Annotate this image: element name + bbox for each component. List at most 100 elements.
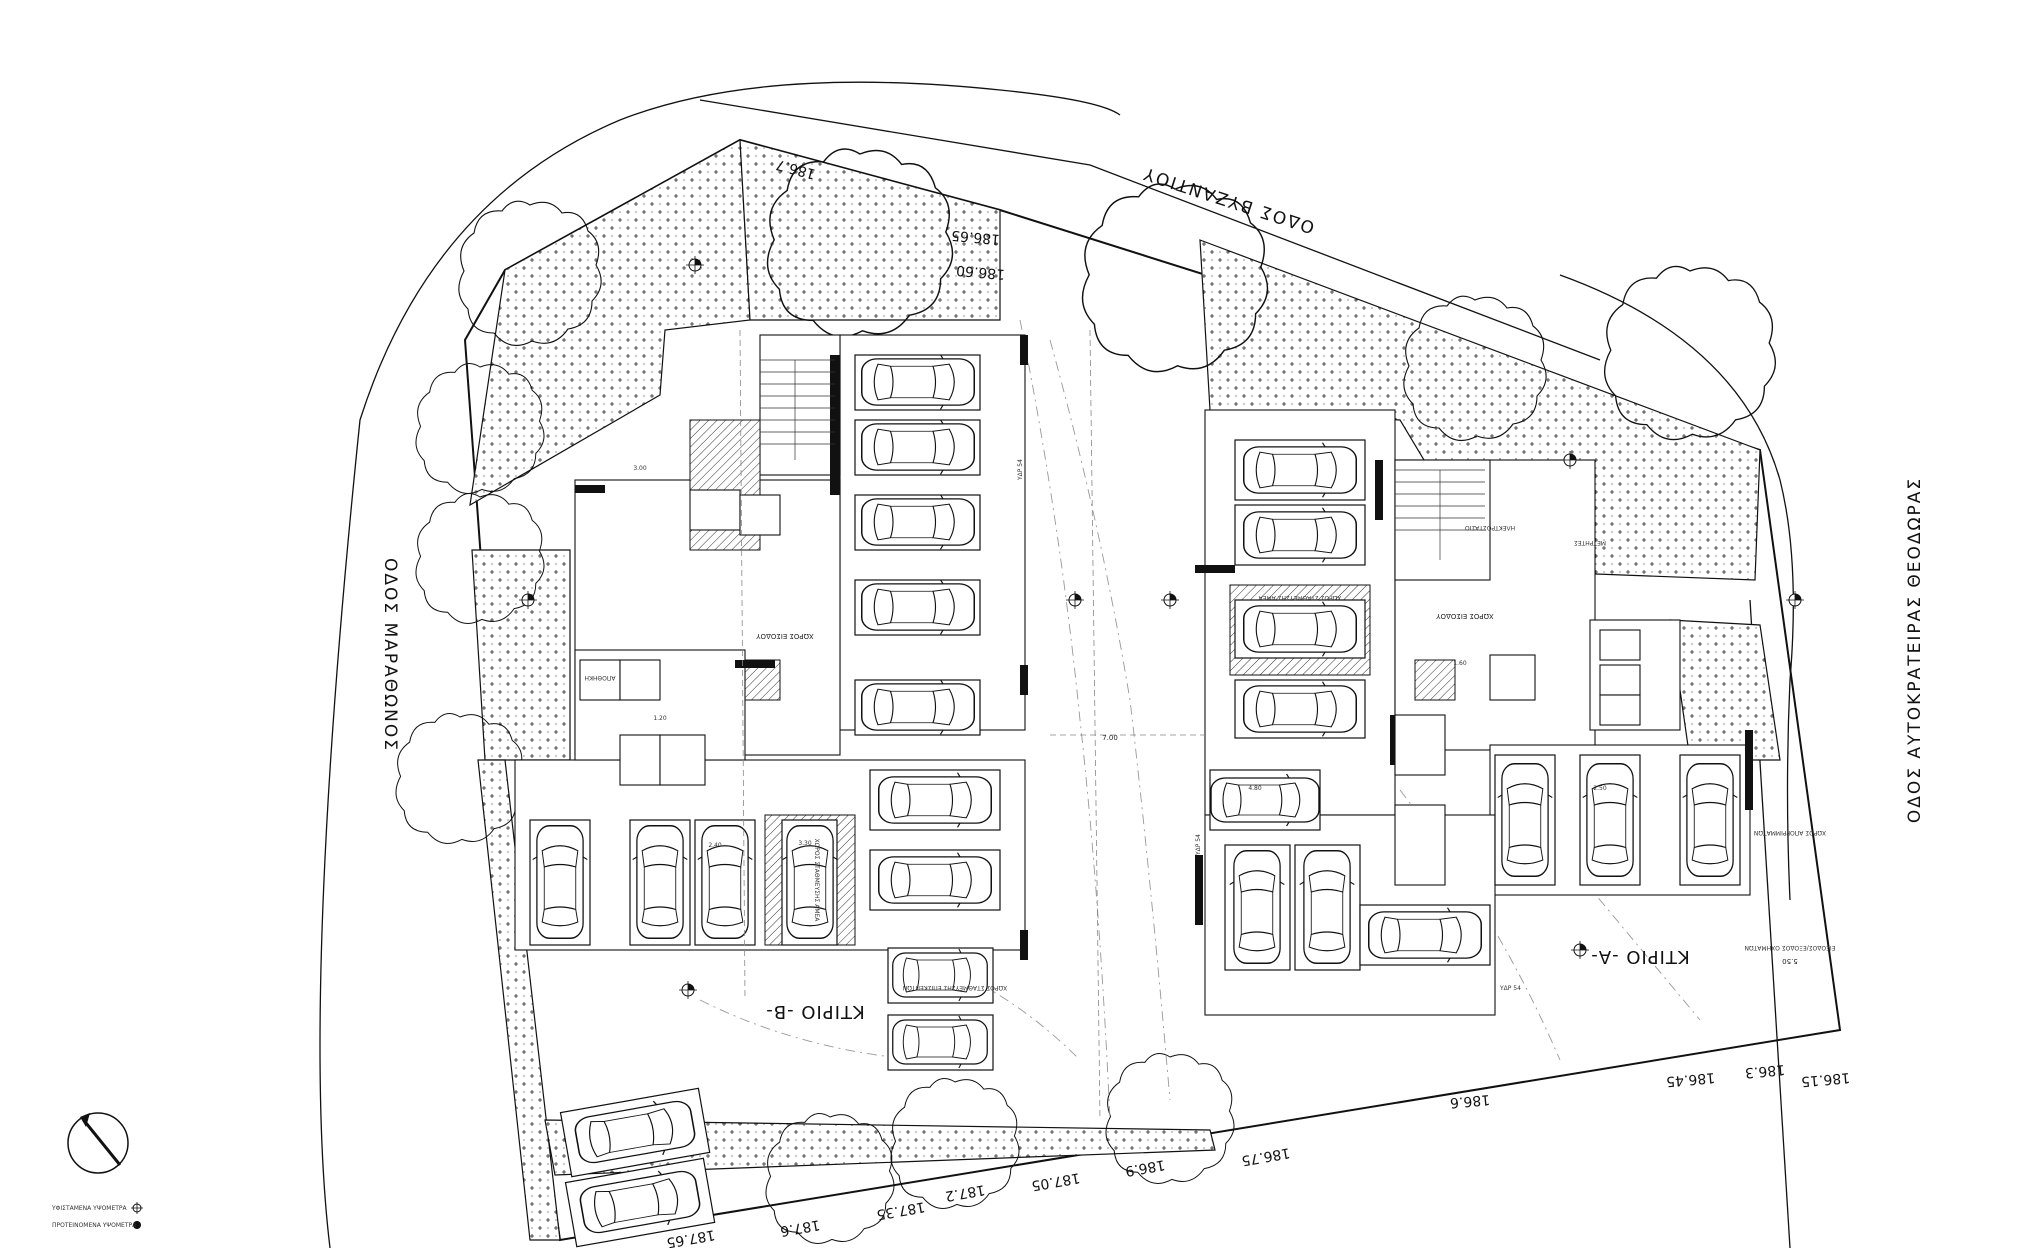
elevation-south-10: 186.3 bbox=[1744, 1061, 1785, 1080]
street-name-north: ΟΔΟΣ ΒΥΖΑΝΤΙΟΥ bbox=[1140, 162, 1317, 237]
wall-8 bbox=[1390, 715, 1398, 765]
storage-a4 bbox=[1489, 654, 1536, 701]
garden-south bbox=[544, 1119, 1216, 1176]
survey-point-4 bbox=[1160, 590, 1180, 610]
elevation-north-2: 186.65 bbox=[951, 227, 1001, 247]
car-a1 bbox=[1244, 443, 1357, 498]
elevation-south-5: 187.05 bbox=[1030, 1169, 1081, 1193]
label-ydr-2: ΥΔΡ 54 bbox=[1195, 834, 1202, 856]
dimension-2-40: 2.40 bbox=[708, 842, 722, 849]
car-a3 bbox=[1244, 602, 1357, 657]
room-parking-disabled-b: ΧΩΡΟΣ ΣΤΑΘΜΕΥΣΗΣ ΑΜΕΑ bbox=[813, 839, 820, 923]
label-ydr-1: ΥΔΡ 54 bbox=[1017, 459, 1024, 481]
building-b-stair bbox=[759, 334, 841, 476]
stair-b-treads bbox=[760, 359, 835, 460]
car-b6 bbox=[879, 773, 992, 828]
legend-existing-symbol bbox=[131, 1202, 143, 1214]
car-a10 bbox=[1581, 763, 1639, 877]
storage-b4 bbox=[659, 734, 706, 786]
room-meter: ΜΕΤΡΗΤΕΣ bbox=[1574, 539, 1606, 546]
garden-east bbox=[1669, 619, 1781, 761]
wall-1 bbox=[830, 355, 840, 495]
dimension-3-00: 3.00 bbox=[633, 465, 647, 472]
car-b9 bbox=[631, 825, 689, 939]
car-a2 bbox=[1244, 508, 1357, 563]
storage-b2 bbox=[619, 659, 661, 701]
legend-proposed-label: ΠΡΟΤΕΙΝΟΜΕΝΑ ΥΨΟΜΕΤΡΑ bbox=[52, 1222, 137, 1229]
survey-point-8 bbox=[678, 980, 698, 1000]
storage-b1 bbox=[579, 659, 621, 701]
car-b5 bbox=[862, 680, 975, 735]
car-visitor-1 bbox=[893, 949, 988, 1001]
contour-2 bbox=[1019, 319, 1111, 1121]
garden-north bbox=[739, 139, 1001, 321]
storage-a6 bbox=[1394, 804, 1446, 886]
wall-6 bbox=[1195, 565, 1235, 573]
room-entrance-b: ΧΩΡΟΣ ΕΙΣΟΔΟΥ bbox=[756, 632, 814, 640]
car-b8 bbox=[531, 825, 589, 939]
survey-point-3 bbox=[1065, 590, 1085, 610]
room-entrance-a: ΧΩΡΟΣ ΕΙΣΟΔΟΥ bbox=[1436, 612, 1494, 620]
contour-3 bbox=[1499, 779, 1701, 1021]
wall-9 bbox=[1745, 730, 1753, 810]
dimension-7-00: 7.00 bbox=[1102, 734, 1118, 742]
elevation-south-3: 187.35 bbox=[875, 1198, 926, 1222]
car-a5 bbox=[1211, 774, 1319, 826]
elevation-south-4: 187.2 bbox=[944, 1181, 986, 1204]
road-curve-east bbox=[1559, 274, 1794, 901]
car-a8 bbox=[1369, 908, 1482, 963]
car-a4 bbox=[1244, 682, 1357, 737]
wall-11 bbox=[1375, 460, 1383, 520]
garden-west-middle bbox=[471, 549, 571, 761]
car-a9 bbox=[1496, 763, 1554, 877]
street-name-east: ΟΔΟΣ ΑΥΤΟΚΡΑΤΕΙΡΑΣ ΘΕΟΔΩΡΑΣ bbox=[1905, 477, 1925, 823]
storage-a2 bbox=[1599, 664, 1641, 696]
car-b4 bbox=[862, 580, 975, 635]
car-b1 bbox=[862, 355, 975, 410]
building-b-label: ΚΤΙΡΙΟ -Β- bbox=[765, 1001, 865, 1022]
car-b2 bbox=[862, 420, 975, 475]
storage-a1 bbox=[1599, 629, 1641, 661]
room-visitor-parking: ΧΩΡΟΣ ΣΤΑΘΜΕΥΣΗΣ ΕΠΙΣΚΕΠΤΩΝ bbox=[903, 984, 1008, 991]
elevation-south-9: 186.45 bbox=[1665, 1069, 1715, 1089]
dashed-line-2 bbox=[1089, 329, 1101, 1121]
car-a11 bbox=[1681, 763, 1739, 877]
room-electric: ΗΛΕΚΤΡΟΣΤΑΣΙΟ bbox=[1465, 524, 1515, 531]
storage-b5 bbox=[689, 489, 741, 531]
building-a-stair bbox=[1394, 459, 1491, 581]
wall-7 bbox=[1195, 855, 1203, 925]
storage-b3 bbox=[619, 734, 661, 786]
elevation-south-2: 187.6 bbox=[779, 1216, 821, 1239]
dimension-1-60: 1.60 bbox=[1453, 660, 1467, 667]
dimension-2-50: 2.50 bbox=[1593, 785, 1607, 792]
wall-5 bbox=[575, 485, 605, 493]
car-visitor-2 bbox=[893, 1016, 988, 1068]
elevation-south-11: 186.15 bbox=[1800, 1069, 1850, 1089]
car-b7 bbox=[879, 853, 992, 908]
elevation-south-7: 186.75 bbox=[1240, 1144, 1291, 1168]
dimension-4-80: 4.80 bbox=[1248, 785, 1262, 792]
road-curve-north-west bbox=[319, 81, 1121, 1248]
room-storage-b: ΑΠΟΘΗΚΗ bbox=[584, 674, 615, 681]
legend-proposed-symbol bbox=[133, 1221, 141, 1229]
wall-10 bbox=[735, 660, 775, 668]
survey-point-7 bbox=[1570, 940, 1590, 960]
wall-4 bbox=[1020, 930, 1028, 960]
storage-a3 bbox=[1599, 694, 1641, 726]
elevation-north-3: 186.60 bbox=[956, 262, 1006, 282]
elevation-south-6: 186.9 bbox=[1124, 1156, 1166, 1179]
car-b3 bbox=[862, 495, 975, 550]
wall-2 bbox=[1020, 335, 1028, 365]
car-a6 bbox=[1228, 850, 1286, 964]
dimension-5-50: 5.50 bbox=[1782, 957, 1798, 965]
dimension-3-30: 3.30 bbox=[798, 840, 812, 847]
label-ydr-3: ΥΔΡ 54 bbox=[1499, 985, 1521, 992]
road-edge-north bbox=[699, 99, 1601, 361]
contour-1 bbox=[1049, 339, 1171, 1101]
storage-a5 bbox=[1394, 714, 1446, 776]
survey-point-6 bbox=[1785, 590, 1805, 610]
wall-3 bbox=[1020, 665, 1028, 695]
car-a7 bbox=[1298, 850, 1356, 964]
room-parking-disabled-a: ΧΩΡΟΣ ΣΤΑΘΜΕΥΣΗΣ ΑΜΕΑ bbox=[1258, 594, 1342, 601]
